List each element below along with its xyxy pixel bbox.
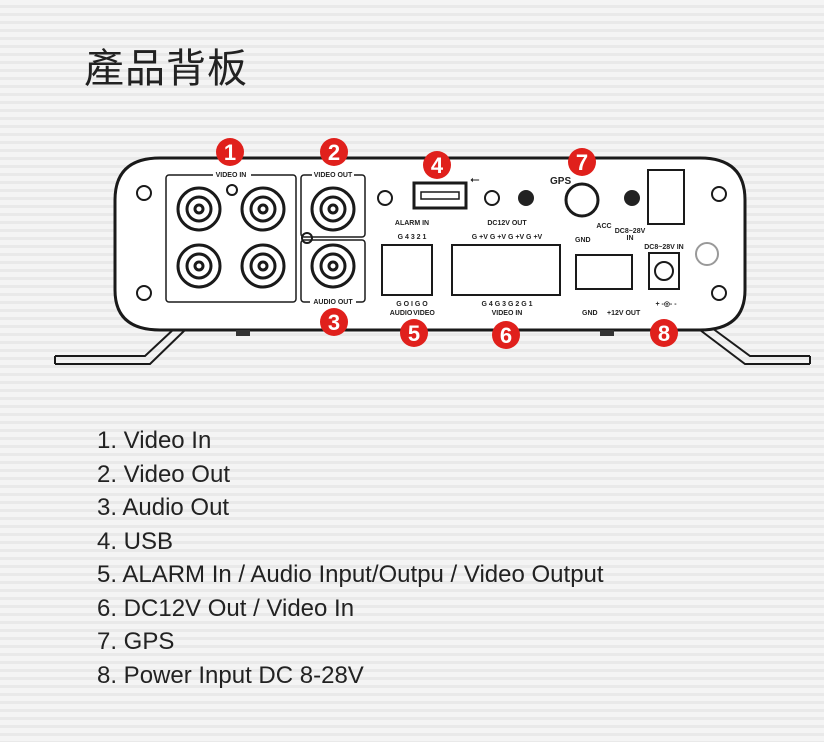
video-in-pins-label: G 4 G 3 G 2 G 1 bbox=[482, 301, 533, 308]
badge-4: 4 bbox=[431, 153, 444, 178]
number-badges: 1 2 3 4 5 6 7 8 bbox=[216, 138, 678, 349]
legend-item: 8. Power Input DC 8-28V bbox=[97, 661, 364, 689]
legend-item: 3. Audio Out bbox=[97, 494, 230, 521]
badge-5: 5 bbox=[408, 321, 420, 346]
video-out-label: VIDEO OUT bbox=[314, 172, 353, 179]
audio-label: AUDIO bbox=[390, 310, 413, 317]
dc-in-label: DC8~28V IN bbox=[644, 244, 684, 251]
legend-item: 2. Video Out bbox=[97, 460, 230, 488]
dc12v-out-label: DC12V OUT bbox=[487, 220, 527, 227]
legend-item: 1. Video In bbox=[97, 427, 212, 454]
legend-item: 7. GPS bbox=[97, 628, 175, 655]
screw-icons bbox=[136, 184, 727, 301]
alarm-in-label: ALARM IN bbox=[395, 220, 429, 227]
audio-out-label: AUDIO OUT bbox=[313, 299, 353, 306]
legend-item: 6. DC12V Out / Video In bbox=[97, 594, 355, 622]
legend-item: 4. USB bbox=[97, 527, 174, 555]
port-legend: 1. Video In 2. Video Out 3. Audio Out 4.… bbox=[97, 424, 604, 692]
bnc-connectors bbox=[176, 186, 356, 289]
dc-pins-label: G +V G +V G +V G +V bbox=[472, 234, 543, 241]
power-6pin-connector bbox=[575, 254, 633, 290]
video-label: VIDEO bbox=[413, 310, 435, 317]
alarm-av-connector bbox=[381, 244, 433, 296]
page-title: 產品背板 bbox=[84, 46, 248, 92]
mounting-bracket bbox=[54, 327, 811, 365]
av-pins-label: G O I G O bbox=[396, 301, 428, 308]
badge-3: 3 bbox=[328, 310, 340, 335]
dc-power-jack bbox=[648, 252, 680, 290]
gnd-top-label: GND bbox=[575, 237, 591, 244]
dc12v-video-in-connector bbox=[451, 244, 561, 296]
gps-label: GPS bbox=[550, 176, 571, 187]
badge-6: 6 bbox=[500, 323, 512, 348]
video-in-small-label: VIDEO IN bbox=[492, 310, 523, 317]
video-in-label: VIDEO IN bbox=[216, 172, 247, 179]
acc-label: ACC bbox=[596, 223, 611, 230]
gnd-bottom-label: GND bbox=[582, 310, 598, 317]
dc-in-small-label-2: IN bbox=[627, 235, 634, 242]
usb-port bbox=[412, 181, 468, 210]
legend-item: 5. ALARM In / Audio Input/Outpu / Video … bbox=[97, 561, 604, 588]
polarity-label: + -◎- - bbox=[655, 301, 677, 308]
alarm-pins-label: G 4 3 2 1 bbox=[398, 234, 427, 241]
gps-port bbox=[564, 182, 600, 218]
out-12v-label: +12V OUT bbox=[607, 310, 641, 317]
badge-1: 1 bbox=[224, 140, 236, 165]
badge-8: 8 bbox=[658, 321, 670, 346]
dc-in-small-label: DC8~28V bbox=[615, 228, 646, 235]
usb-icon: ⭠ bbox=[470, 172, 480, 186]
badge-2: 2 bbox=[328, 140, 340, 165]
badge-7: 7 bbox=[576, 150, 588, 175]
